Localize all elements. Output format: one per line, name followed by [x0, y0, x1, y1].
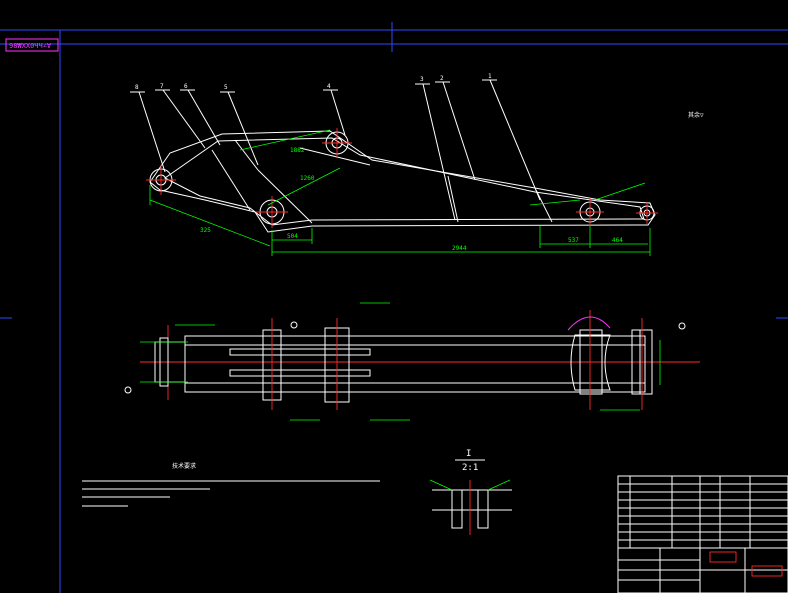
section-mark: I	[466, 449, 471, 459]
pin-boss-rear	[146, 165, 176, 195]
stamp-text: 98₩XX0ЧЧ∠∀	[9, 42, 52, 50]
pin-boss-mid	[576, 198, 604, 226]
technical-notes: 技术要求	[82, 462, 380, 507]
arm-plan-view	[124, 302, 700, 421]
notes-title: 技术要求	[172, 462, 196, 470]
part-number: 2	[440, 75, 444, 82]
pin-boss-top	[322, 128, 352, 158]
detail-view: I 2:1	[429, 449, 512, 535]
part-number: 1	[488, 73, 492, 80]
part-number: 7	[160, 83, 164, 90]
dimension-text: 325	[200, 227, 211, 234]
dimension-text: 1882	[290, 147, 305, 154]
title-block	[617, 475, 788, 593]
pin-boss-lower	[256, 196, 288, 228]
part-number: 4	[327, 83, 331, 90]
part-number: 3	[420, 76, 424, 83]
arm-outline	[149, 130, 656, 233]
dimension-text: 537	[568, 237, 579, 244]
detail-scale: 2:1	[462, 463, 478, 473]
stamp-box: 98₩XX0ЧЧ∠∀	[5, 38, 59, 52]
part-balloons: 8 7 6 5 4 3 2 1	[135, 73, 492, 91]
roughness-note: 其余▽	[688, 111, 704, 119]
dimension-lines	[149, 129, 651, 256]
dimension-texts: 2944 537 464 504 325 1882 1260	[200, 147, 623, 252]
drawing-frame	[0, 22, 788, 593]
part-leaders	[130, 79, 541, 221]
roughness-text: 其余▽	[688, 111, 704, 119]
pin-boss-front	[636, 202, 658, 224]
part-number: 6	[184, 83, 188, 90]
dimension-text: 2944	[452, 245, 467, 252]
part-number: 5	[224, 84, 228, 91]
arm-side-view: 8 7 6 5 4 3 2 1 2944	[130, 73, 704, 256]
dimension-text: 504	[287, 233, 298, 240]
dimension-text: 1260	[300, 175, 315, 182]
dimension-text: 464	[612, 237, 623, 244]
arm-inner-web	[164, 137, 645, 226]
part-number: 8	[135, 84, 139, 91]
